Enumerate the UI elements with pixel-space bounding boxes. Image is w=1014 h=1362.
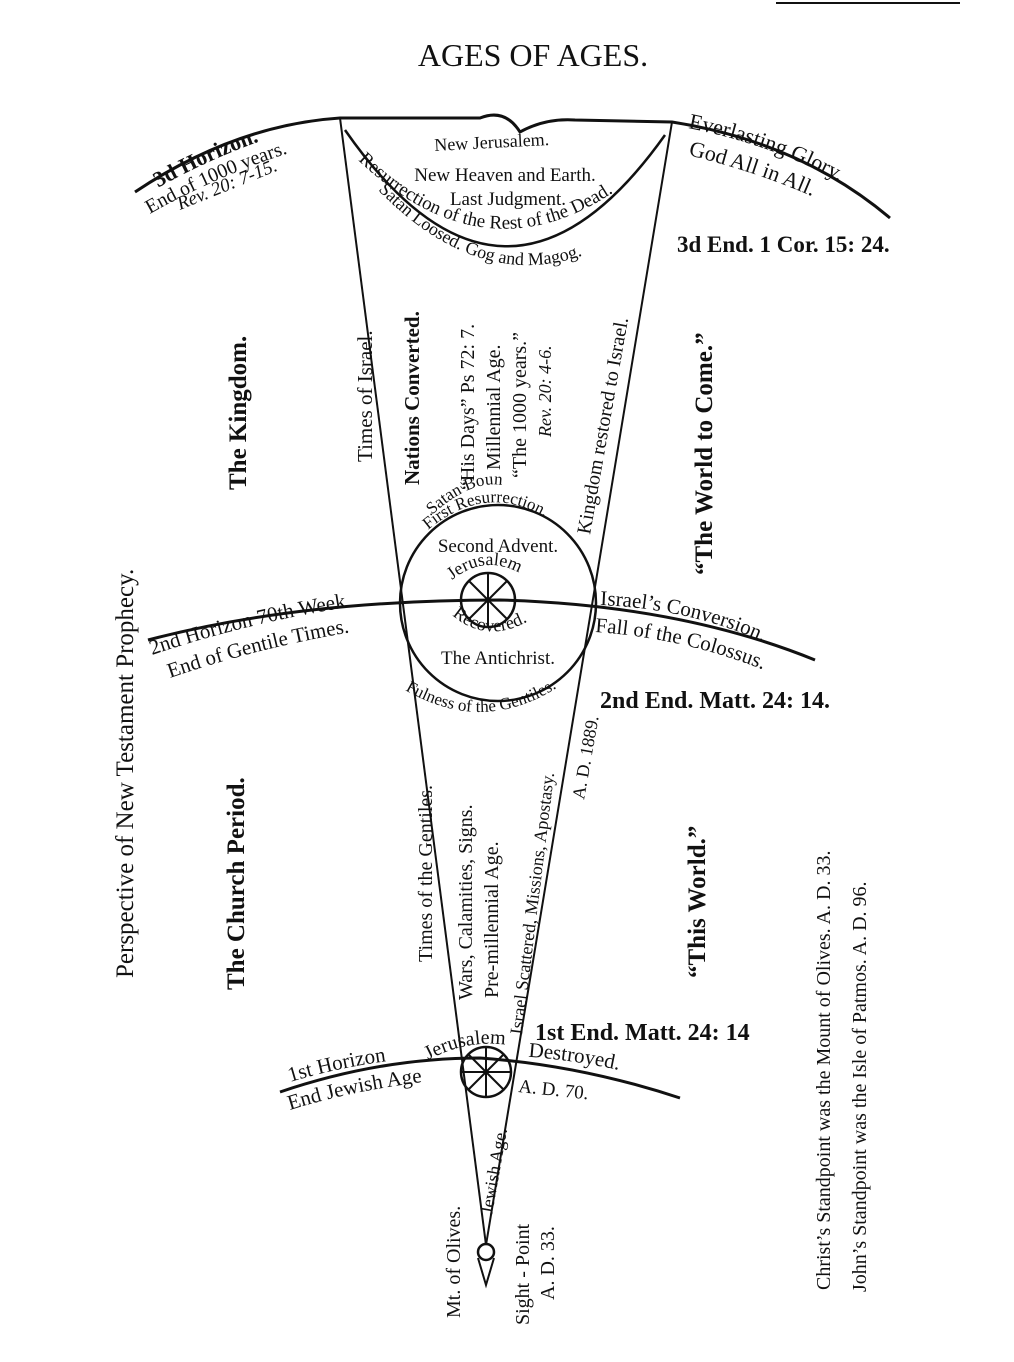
world-to-come: “The World to Come.” [691,332,718,575]
perspective-nt-prophecy: Perspective of New Testament Prophecy. [112,569,139,978]
pre-millennial-age: Pre-millennial Age. [481,841,503,998]
israel-scattered: Israel Scattered, Missions, Apostasy. [506,771,558,1035]
millennium-ref: Rev. 20: 4-6. [535,345,555,438]
title: AGES OF AGES. [418,37,648,73]
second-end: 2nd End. Matt. 24: 14. [600,688,830,714]
second-advent: Second Advent. [438,536,558,557]
first-horizon-line [279,1056,681,1100]
this-world: “This World.” [684,826,711,978]
kingdom-restored: Kingdom restored to Israel. [573,315,633,535]
the-kingdom: The Kingdom. [225,336,252,490]
fulness-gentiles: Fulness of the Gentiles. [403,675,559,716]
church-period: The Church Period. [223,777,250,990]
times-of-gentiles: Times of the Gentiles. [415,785,437,962]
thousand-years: “The 1000 years.” [509,332,531,478]
sight-point-icon [476,1242,496,1289]
recovered-label: Recovered. [450,602,530,635]
new-heaven-earth: New Heaven and Earth. [414,165,595,186]
the-antichrist: The Antichrist. [441,648,555,669]
second-advent-circle [398,503,598,703]
john-standpoint: John’s Standpoint was the Isle of Patmos… [849,881,871,1292]
third-end: 3d End. 1 Cor. 15: 24. [677,232,890,257]
jerusalem-destroyed-wheel-icon [459,1045,513,1099]
ad-70: A. D. 70. [517,1076,589,1104]
christ-standpoint: Christ’s Standpoint was the Mount of Oli… [813,851,835,1290]
ad-1889: A. D. 1889. [568,714,602,801]
first-end: 1st End. Matt. 24: 14 [535,1020,750,1046]
jerusalem-wheel-icon [459,571,517,629]
times-of-israel: Times of Israel. [353,330,377,462]
jewish-age: Jewish Age. [476,1127,511,1216]
millennial-age: Millennial Age. [483,344,505,470]
mt-of-olives: Mt. of Olives. [443,1206,465,1318]
last-judgment: Last Judgment. [450,189,566,210]
sight-point: Sight - Point [512,1223,534,1325]
nations-converted: Nations Converted. [400,311,424,485]
sight-point-ad: A. D. 33. [537,1226,559,1300]
third-horizon-line [134,113,891,220]
new-jerusalem: New Jerusalem. [434,129,550,155]
wars-calamities: Wars, Calamities, Signs. [455,804,477,1000]
third-horizon-dome [343,129,667,248]
his-days: “His Days” Ps 72: 7. [457,324,479,490]
